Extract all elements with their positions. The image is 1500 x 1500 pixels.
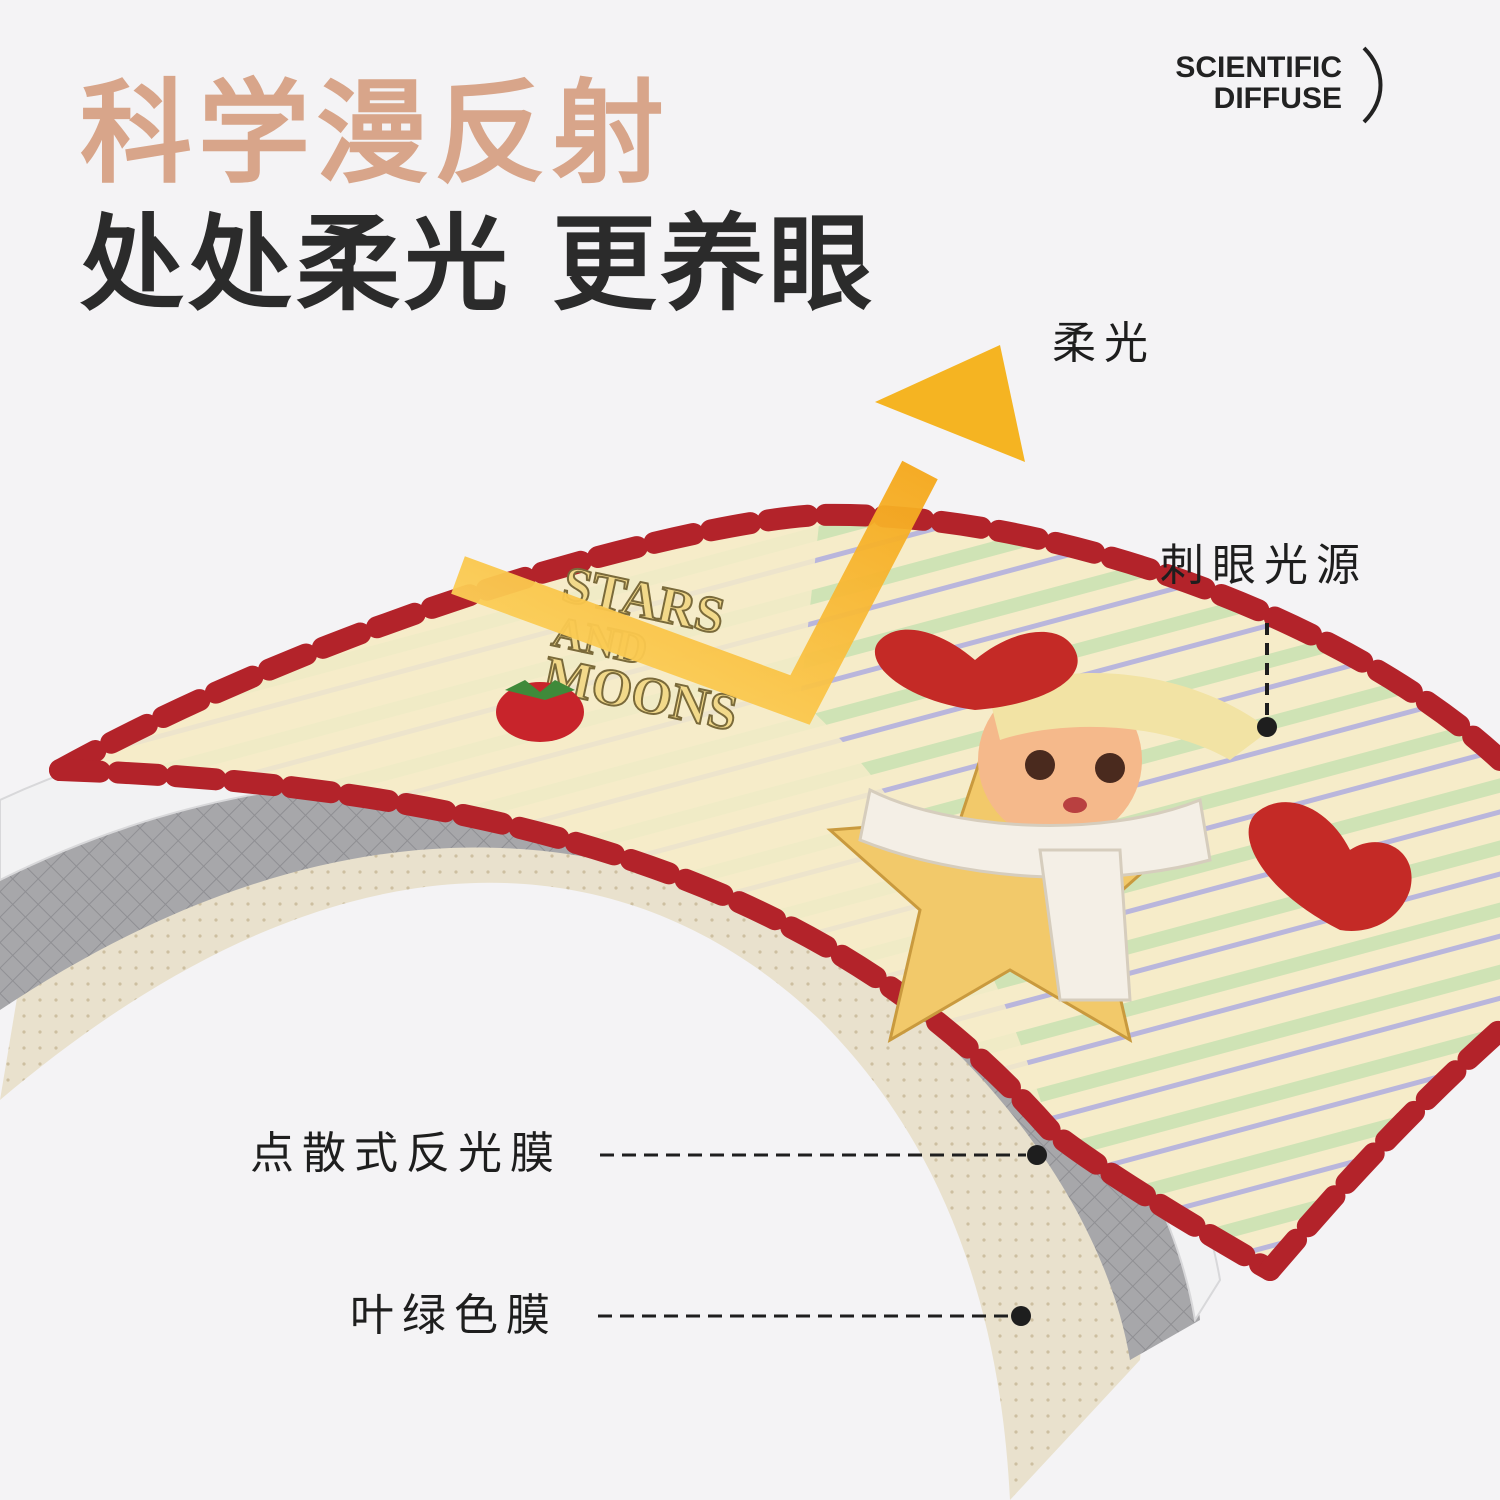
- page-title: 科学漫反射: [80, 69, 670, 199]
- heart-right-icon: [1248, 802, 1412, 931]
- soft-light-label: 柔光: [1052, 318, 1156, 369]
- glare-callout-dot: [1257, 717, 1277, 737]
- brand-paren-icon: [1362, 46, 1383, 124]
- glare-source-label: 刺眼光源: [1160, 540, 1368, 591]
- mat-red-border: [49, 503, 1500, 781]
- strawberry-icon: [496, 680, 584, 742]
- mat-red-border-right: [1259, 1019, 1500, 1281]
- page-subtitle: 处处柔光 更养眼: [80, 203, 877, 325]
- soft-light-arrow: [451, 345, 1025, 725]
- heart-left-icon: [874, 629, 1078, 710]
- brand-mark: SCIENTIFIC DIFFUSE: [1130, 52, 1342, 114]
- chlorophyll-film-label: 叶绿色膜: [350, 1290, 558, 1341]
- film-callout-dot: [1027, 1145, 1047, 1165]
- brand-line-1: SCIENTIFIC: [1175, 51, 1342, 84]
- green-callout-dot: [1011, 1306, 1031, 1326]
- star-character-illustration: [826, 672, 1270, 1044]
- brand-line-2: DIFFUSE: [1213, 82, 1342, 115]
- mat-red-border-bottom: [49, 759, 1281, 1281]
- dot-reflective-film-label: 点散式反光膜: [250, 1128, 562, 1179]
